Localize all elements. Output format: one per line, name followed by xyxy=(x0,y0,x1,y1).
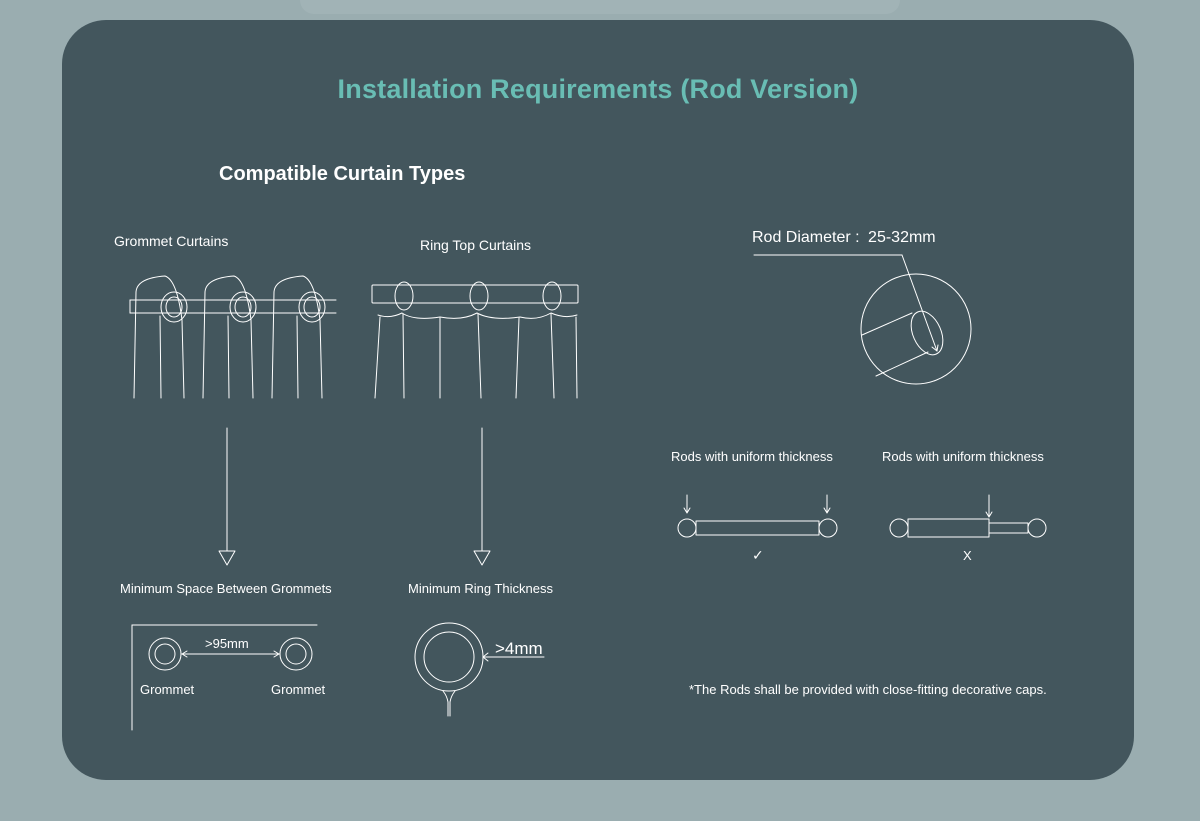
arrow-down-icon xyxy=(473,427,491,566)
cross-mark-icon: X xyxy=(963,548,972,563)
rod-diameter-diagram xyxy=(753,254,972,385)
grommet-curtains-label: Grommet Curtains xyxy=(114,233,229,249)
grommet-curtain-icon xyxy=(129,275,337,399)
rod-diameter-label: Rod Diameter : 25-32mm xyxy=(752,229,936,247)
top-glow xyxy=(300,0,900,14)
ring-thickness-value: >4mm xyxy=(495,639,543,658)
ring-top-curtains-label: Ring Top Curtains xyxy=(420,237,532,253)
arrow-down-icon xyxy=(218,427,236,566)
grommet-left-label: Grommet xyxy=(140,682,195,697)
rod-uniform-label-2: Rods with uniform thickness xyxy=(882,449,1044,464)
check-mark-icon: ✓ xyxy=(752,547,764,563)
line-art xyxy=(129,254,1047,731)
rod-diameter-value: 25-32mm xyxy=(868,229,936,246)
non-uniform-rod-icon xyxy=(889,494,1047,538)
info-panel: Installation Requirements (Rod Version) … xyxy=(62,20,1134,780)
footnote: *The Rods shall be provided with close-f… xyxy=(689,682,1047,697)
rod-diameter-label-text: Rod Diameter : xyxy=(752,229,860,246)
ring-top-curtain-icon xyxy=(371,281,579,399)
min-ring-thickness-label: Minimum Ring Thickness xyxy=(408,581,553,596)
min-space-label: Minimum Space Between Grommets xyxy=(120,581,332,596)
grommet-distance: >95mm xyxy=(205,636,249,651)
uniform-rod-icon xyxy=(677,494,838,538)
grommet-spacing-diagram xyxy=(131,624,318,731)
section-title: Compatible Curtain Types xyxy=(219,163,466,185)
ring-thickness-diagram xyxy=(414,622,545,717)
page-title: Installation Requirements (Rod Version) xyxy=(337,74,859,104)
grommet-right-label: Grommet xyxy=(271,682,326,697)
rod-uniform-label-1: Rods with uniform thickness xyxy=(671,449,833,464)
